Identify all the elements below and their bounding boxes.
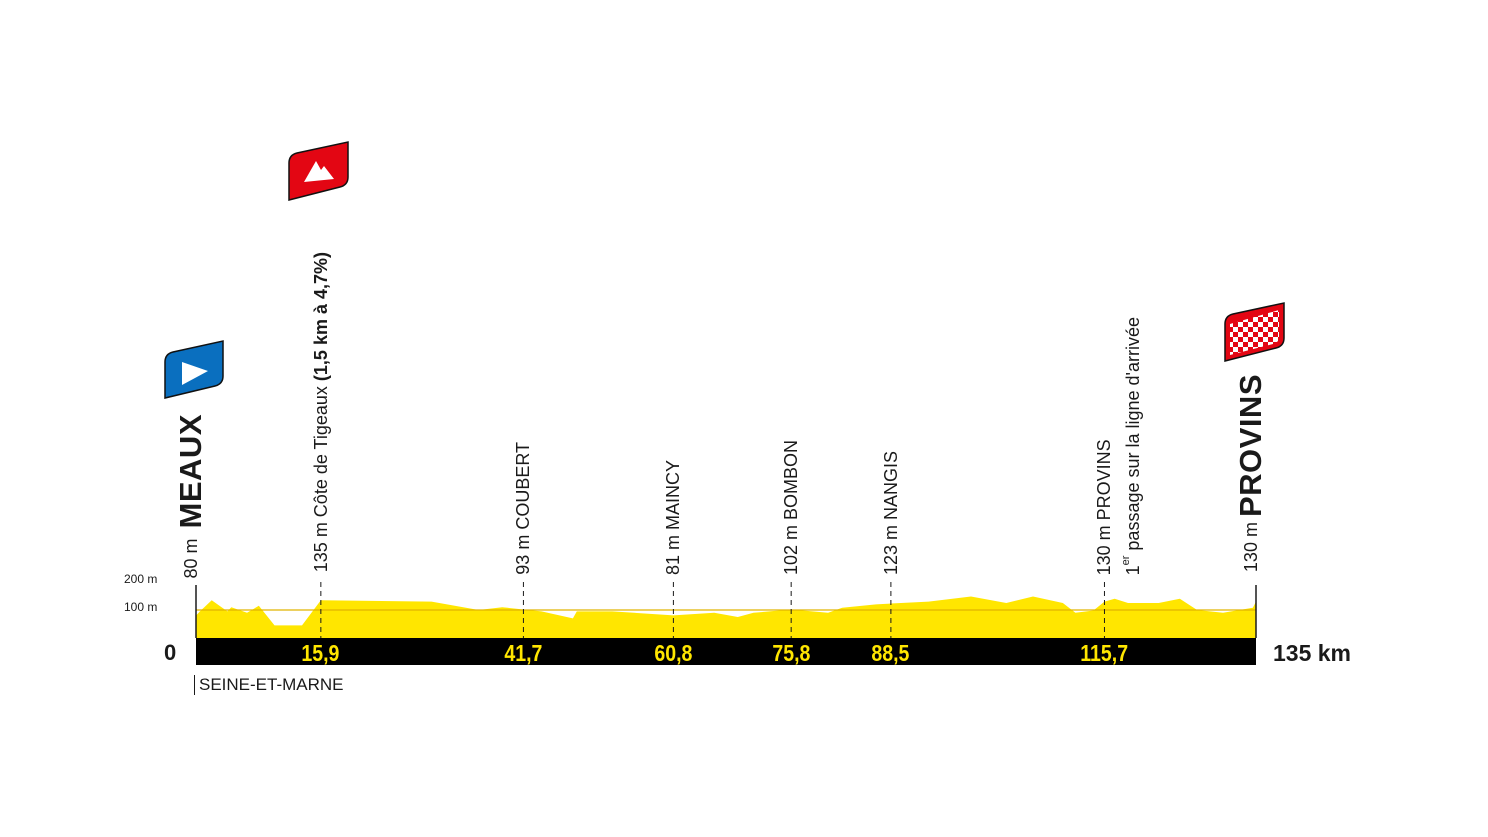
- mountain-climb-flag-icon: [288, 141, 349, 201]
- waypoint-label-bombon: 102 m BOMBON: [781, 439, 802, 575]
- region-label: SEINE-ET-MARNE: [194, 675, 344, 695]
- waypoint-km-label: 41,7: [504, 640, 543, 666]
- finish-checkered-flag-icon: [1224, 302, 1285, 362]
- start-town: MEAUX: [173, 413, 208, 528]
- start-altitude: 80 m: [181, 537, 201, 578]
- waypoint-km-label: 60,8: [654, 640, 693, 666]
- y-tick-200: 200 m: [124, 572, 158, 586]
- elevation-area: [196, 596, 1256, 638]
- finish-label: 130 m PROVINS: [1233, 374, 1268, 572]
- distance-bar: [196, 638, 1256, 665]
- waypoint-km-label: 75,8: [772, 640, 811, 666]
- waypoint-km-label: 88,5: [871, 640, 910, 666]
- waypoint-label-maincy: 81 m MAINCY: [663, 459, 684, 575]
- waypoint-km-label: 15,9: [301, 640, 340, 666]
- y-tick-100: 100 m: [124, 600, 158, 614]
- start-flag-icon: [164, 340, 224, 399]
- waypoint-label-nangis: 123 m NANGIS: [880, 450, 901, 575]
- x-end-label: 135 km: [1273, 640, 1352, 666]
- waypoint-label-coubert: 93 m COUBERT: [513, 442, 534, 575]
- finish-altitude: 130 m: [1241, 521, 1261, 572]
- finish-town: PROVINS: [1233, 373, 1268, 517]
- waypoint-km-label: 115,7: [1080, 640, 1129, 666]
- x-start-label: 0: [164, 640, 177, 665]
- waypoint-label-tigeaux: 135 m Côte de Tigeaux (1,5 km à 4,7%): [310, 251, 331, 572]
- start-label: 80 m MEAUX: [173, 414, 208, 579]
